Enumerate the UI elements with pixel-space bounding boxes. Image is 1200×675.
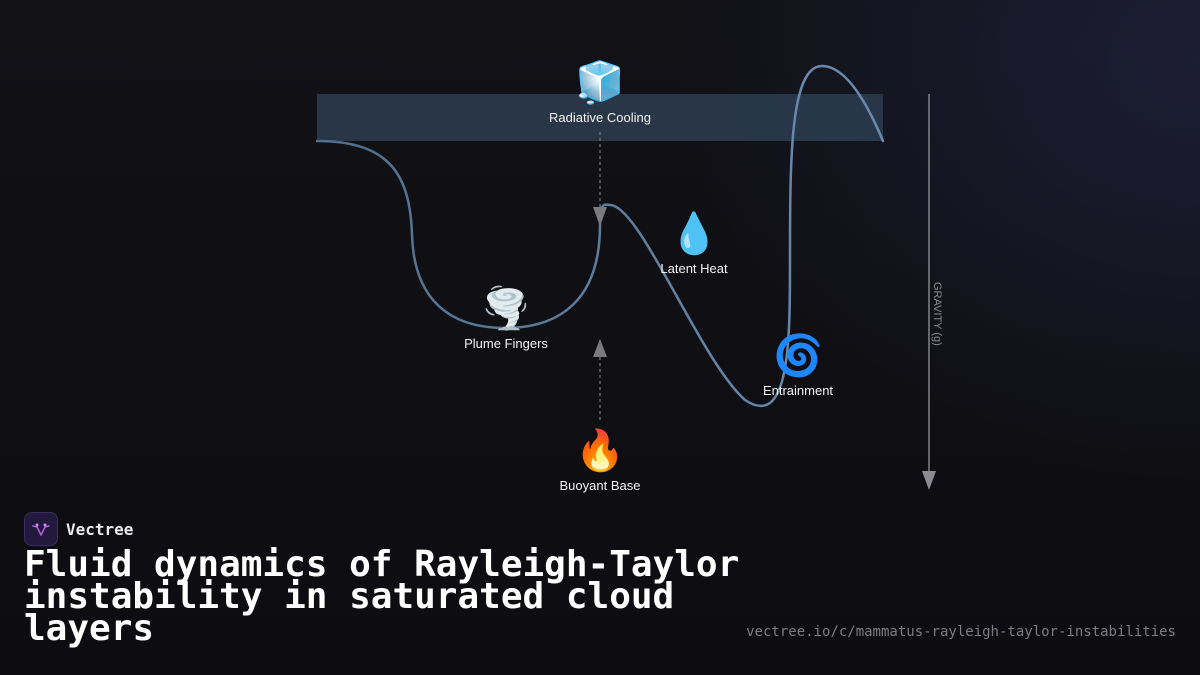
ice-cube-icon: 🧊 bbox=[575, 59, 625, 106]
node-buoyant-base: 🔥 Buoyant Base bbox=[560, 427, 641, 493]
source-url: vectree.io/c/mammatus-rayleigh-taylor-in… bbox=[746, 624, 1176, 640]
brand: Vectree bbox=[24, 512, 133, 546]
node-entrainment: 🌀 Entrainment bbox=[763, 331, 833, 398]
brand-name: Vectree bbox=[66, 519, 134, 539]
node-label: Radiative Cooling bbox=[549, 110, 651, 125]
node-plume-fingers: 🌪️ Plume Fingers bbox=[464, 284, 548, 351]
droplet-icon: 💧 bbox=[669, 210, 719, 257]
rayleigh-taylor-diagram: GRAVITY (g) 🧊 Radiative Cooling 💧 Latent… bbox=[315, 59, 943, 493]
interface-curve bbox=[315, 64, 885, 408]
node-radiative-cooling: 🧊 Radiative Cooling bbox=[549, 59, 651, 125]
cyclone-icon: 🌀 bbox=[773, 331, 823, 379]
node-label: Latent Heat bbox=[660, 261, 728, 276]
tornado-icon: 🌪️ bbox=[481, 284, 531, 332]
gravity-axis: GRAVITY (g) bbox=[922, 94, 943, 490]
page-title: Fluid dynamics of Rayleigh-Taylor instab… bbox=[24, 544, 740, 649]
node-label: Plume Fingers bbox=[464, 336, 548, 351]
cooling-sink-arrow bbox=[593, 132, 607, 226]
gravity-label: GRAVITY (g) bbox=[931, 282, 943, 346]
buoyancy-rise-arrow bbox=[593, 339, 607, 420]
node-latent-heat: 💧 Latent Heat bbox=[660, 210, 728, 276]
fire-icon: 🔥 bbox=[575, 427, 625, 474]
node-label: Buoyant Base bbox=[560, 478, 641, 493]
node-label: Entrainment bbox=[763, 383, 833, 398]
vectree-logo-icon bbox=[24, 512, 58, 546]
